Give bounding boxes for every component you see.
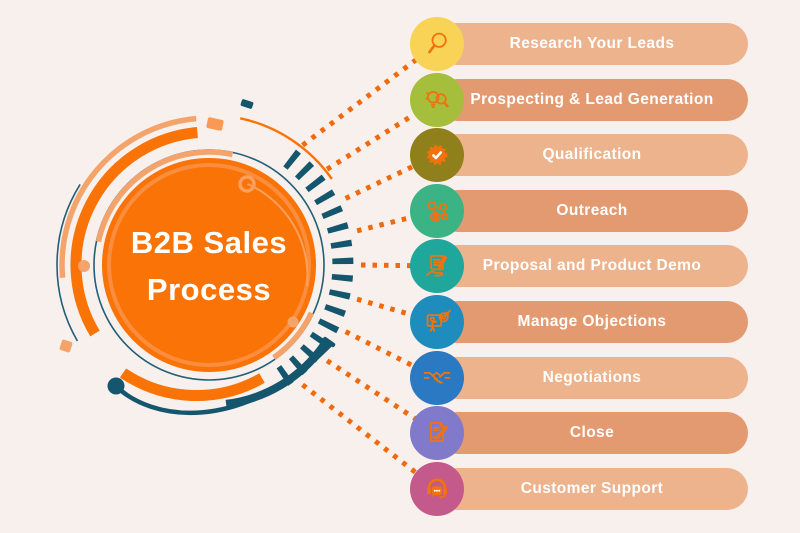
step-label: Manage Objections [517, 313, 667, 330]
step-row: Negotiations [0, 350, 800, 406]
step-bar: Proposal and Product Demo [436, 245, 748, 287]
step-label: Proposal and Product Demo [482, 257, 702, 274]
step-label: Prospecting & Lead Generation [470, 91, 714, 108]
negotiations-handshake-icon-circle [410, 351, 464, 405]
step-row: Qualification [0, 127, 800, 183]
customer-support-icon-circle [410, 462, 464, 516]
step-row: Close [0, 405, 800, 461]
connector-dotted-line [356, 208, 438, 234]
step-row: Research Your Leads [0, 16, 800, 72]
step-bar: Outreach [436, 190, 748, 232]
step-bar: Qualification [436, 134, 748, 176]
manage-objections-icon-circle [410, 295, 464, 349]
circle-decorations [56, 99, 336, 416]
step-bar: Manage Objections [436, 301, 748, 343]
step-label: Customer Support [520, 480, 664, 497]
tick-fan [270, 149, 354, 391]
proposal-demo-icon [426, 254, 448, 277]
step-label: Research Your Leads [509, 35, 675, 52]
negotiations-handshake-icon [423, 371, 451, 384]
search-icon [428, 32, 447, 54]
proposal-demo-icon-circle [410, 239, 464, 293]
qualification-badge-icon-circle [410, 128, 464, 182]
title-line-2: Process [146, 272, 272, 307]
prospecting-icon-circle [410, 73, 464, 127]
step-row: Prospecting & Lead Generation [0, 72, 800, 128]
title-line-1: B2B Sales [130, 225, 288, 260]
close-contract-icon-circle [410, 406, 464, 460]
step-label: Negotiations [542, 369, 642, 386]
outreach-network-icon-circle [410, 184, 464, 238]
step-row: Proposal and Product Demo [0, 238, 800, 294]
qualification-badge-icon [426, 144, 448, 166]
infographic-title: B2B Sales Process [69, 219, 349, 313]
step-row: Manage Objections [0, 294, 800, 350]
connector-dotted-line [301, 42, 439, 148]
connector-dotted-line [360, 262, 438, 269]
customer-support-icon [426, 478, 448, 499]
step-bar: Negotiations [436, 357, 748, 399]
step-bar: Prospecting & Lead Generation [436, 79, 748, 121]
step-label: Qualification [542, 146, 642, 163]
step-label: Close [569, 424, 615, 441]
step-bar: Close [436, 412, 748, 454]
close-contract-icon [429, 421, 448, 442]
center-circle [102, 158, 316, 372]
step-bar: Customer Support [436, 468, 748, 510]
step-row: Outreach [0, 183, 800, 239]
search-icon-circle [410, 17, 464, 71]
outreach-network-icon [427, 200, 449, 223]
manage-objections-icon [426, 309, 451, 332]
step-label: Outreach [556, 202, 628, 219]
prospecting-icon [425, 91, 449, 109]
step-row: Customer Support [0, 461, 800, 517]
step-bar: Research Your Leads [436, 23, 748, 65]
